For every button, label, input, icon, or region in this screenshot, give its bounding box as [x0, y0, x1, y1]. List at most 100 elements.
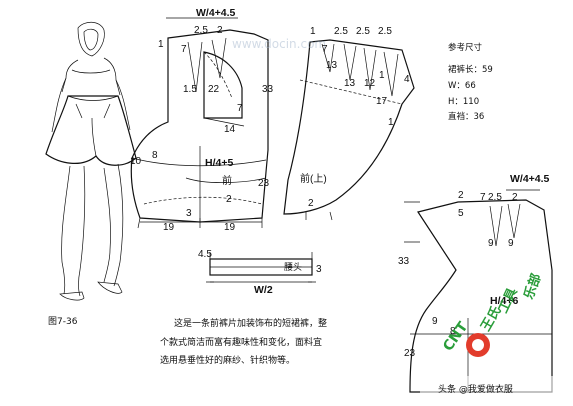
pattern-line	[59, 291, 85, 301]
pattern-line	[363, 47, 377, 91]
dimension-label: 12	[364, 78, 376, 89]
dimension-label: 33	[262, 84, 274, 95]
model-sketch	[45, 21, 137, 301]
pattern-line	[131, 157, 267, 167]
dimension-label: 2	[512, 192, 518, 203]
dimension-label: 3	[316, 264, 322, 275]
watermark-bottom: 头条 @我爱做衣服	[420, 376, 572, 402]
pattern-line	[45, 95, 137, 166]
pattern-line	[91, 117, 97, 157]
dimension-label: 2	[308, 198, 314, 209]
dimension-label: 2.5	[378, 26, 392, 37]
pattern-line	[51, 77, 131, 133]
dimension-label: H：110	[448, 97, 479, 107]
dimension-label: 2	[458, 190, 464, 201]
dimension-label: 9	[432, 316, 438, 327]
dimension-label: 2	[217, 25, 223, 36]
dimension-label: 23	[404, 348, 416, 359]
reference-sizes: 参考尺寸 裙裤长：59 W：66 H：110 直裆：36	[448, 42, 493, 122]
dimension-label: 个款式简洁而富有趣味性和变化，面料宜	[160, 336, 322, 348]
pattern-line	[77, 21, 105, 57]
pattern-line	[61, 165, 86, 297]
dimension-label: 2	[226, 194, 232, 205]
pattern-line	[404, 201, 420, 243]
figure-caption: 这是一条前裤片加装饰布的短裙裤，整 个款式简洁而富有趣味性和变化，面料宜 选用悬…	[160, 317, 327, 366]
pattern-line	[83, 28, 99, 51]
dimension-label: 选用悬垂性好的麻纱、针织物等。	[160, 354, 295, 366]
pattern-line	[472, 339, 484, 351]
dimension-label: W：66	[448, 81, 476, 91]
pattern-line	[321, 43, 335, 73]
dimension-label: 1	[388, 117, 394, 128]
pattern-line	[203, 117, 245, 127]
dimension-label: 4	[404, 74, 410, 85]
pattern-line	[97, 281, 123, 294]
dimension-label: 17	[376, 96, 388, 107]
pattern-line	[185, 177, 267, 183]
dimension-label: 13	[344, 78, 356, 89]
dimension-label: 2.5	[356, 26, 370, 37]
dimension-label: 1	[379, 70, 385, 81]
back-panel-labels: W/4+4.5 2 7 2.5 2 5 9 9 33 H/4+6 9 8 23	[398, 173, 550, 359]
pattern-line	[103, 163, 124, 287]
dimension-label: 7	[480, 192, 486, 203]
pattern-line	[305, 211, 333, 221]
dimension-label: 19	[224, 222, 236, 233]
dimension-label: 前(上)	[300, 172, 327, 185]
figure-number: 图7-36	[48, 316, 78, 327]
front-panel-left-labels: W/4+4.5 1 7 2.5 2 1.5 22 7 14 33 10 8 H/…	[130, 7, 274, 233]
dimension-label: 裙裤长：59	[448, 64, 493, 75]
waistband-piece	[206, 252, 316, 283]
dimension-label: 1.5	[183, 84, 197, 95]
dimension-label: 2.5	[194, 25, 208, 36]
dimension-label: 腰头	[284, 262, 302, 273]
pattern-line	[383, 51, 399, 97]
waistband-labels: 4.5 3 W/2 腰头	[198, 249, 322, 296]
pattern-line	[203, 51, 243, 119]
pattern-line	[61, 57, 121, 96]
pattern-line	[75, 103, 111, 119]
dimension-label: 7	[181, 44, 187, 55]
dimension-label: 19	[163, 222, 175, 233]
pattern-line	[67, 95, 119, 101]
dimension-label: 9	[508, 238, 514, 249]
dimension-label: 7	[237, 103, 243, 114]
dimension-label: 2.5	[488, 192, 502, 203]
dimension-label: 23	[258, 178, 270, 189]
pattern-line	[299, 79, 403, 105]
dimension-label: 13	[326, 60, 338, 71]
pattern-line	[420, 376, 572, 402]
pattern-line	[143, 196, 263, 205]
dimension-label: 22	[208, 84, 220, 95]
dimension-label: 8	[450, 326, 456, 337]
pattern-line	[211, 37, 227, 79]
pattern-line	[187, 41, 203, 93]
dimension-label: 1	[158, 39, 164, 50]
dimension-label: 乐部	[521, 271, 545, 301]
pattern-line	[130, 29, 269, 223]
dimension-label: 33	[398, 256, 410, 267]
pattern-line	[343, 43, 357, 81]
pattern-line	[409, 199, 553, 393]
pattern-line	[417, 211, 457, 271]
watermark-stamp: CNT 王氏 工具 乐部	[440, 271, 545, 357]
dimension-label: 前	[222, 174, 232, 187]
dimension-label: H/4+6	[490, 295, 518, 307]
dimension-label: 这是一条前裤片加装饰布的短裙裤，整	[174, 317, 327, 329]
dimension-label: 9	[488, 238, 494, 249]
pattern-line	[137, 217, 263, 229]
dimension-label: 5	[458, 208, 464, 219]
pattern-line	[203, 51, 233, 99]
pattern-line	[507, 203, 521, 239]
dimension-label: 10	[130, 156, 142, 167]
pattern-line	[71, 69, 111, 74]
front-upper-panel-labels: 1 2.5 2.5 2.5 7 13 13 12 17 4 1 1 2 前(上)	[300, 26, 410, 209]
dimension-label: 1	[310, 26, 316, 37]
pattern-line	[489, 205, 503, 247]
pattern-line	[283, 39, 415, 215]
dimension-label: 2.5	[334, 26, 348, 37]
dimension-label: 14	[224, 124, 236, 135]
watermark-top-text: www.docin.com	[232, 37, 326, 51]
dimension-label: 4.5	[198, 249, 212, 260]
